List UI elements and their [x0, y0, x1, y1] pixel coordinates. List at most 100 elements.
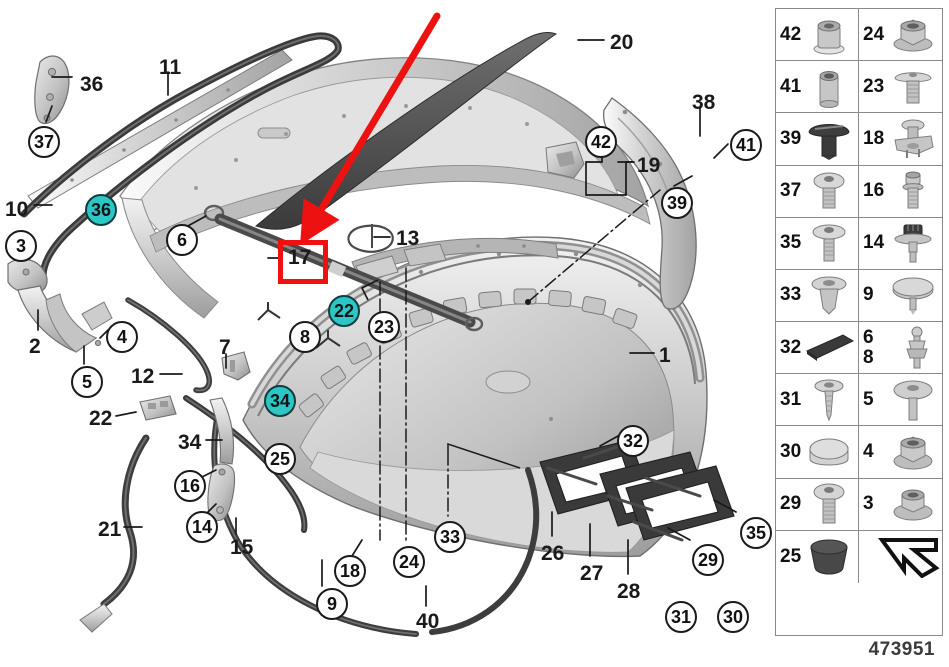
circle-label-39: 39 — [661, 187, 693, 219]
legend-cell-23: 23 — [859, 61, 942, 114]
circle-label-24: 24 — [393, 546, 425, 578]
red-pointer-arrow — [300, 12, 441, 246]
legend-cell-30: 30 — [776, 426, 859, 479]
label-2: 2 — [29, 335, 41, 358]
circle-label-8: 8 — [289, 321, 321, 353]
legend-cell-5: 5 — [859, 374, 942, 427]
label-27: 27 — [580, 562, 604, 585]
torx-pan-screw-icon — [803, 168, 855, 214]
circle-label-16: 16 — [174, 470, 206, 502]
clip-fastener-icon — [887, 116, 939, 162]
legend-cell-9: 9 — [859, 270, 942, 322]
ball-stud-icon — [887, 325, 939, 371]
legend-number: 4 — [863, 440, 874, 462]
legend-number: 30 — [780, 440, 802, 462]
legend-number: 35 — [780, 232, 802, 254]
legend-number: 39 — [780, 127, 802, 149]
legend-cell-42: 42 — [776, 9, 859, 62]
torx-sleeve-nut-icon — [803, 12, 855, 58]
torx-oval-screw-icon — [803, 481, 855, 527]
circle-label-33: 33 — [434, 521, 466, 553]
legend-number: 18 — [863, 127, 885, 149]
label-17: 17 — [288, 246, 312, 269]
circle-label-41: 41 — [730, 129, 762, 161]
diagram-artwork — [7, 12, 737, 637]
legend-cell-33: 33 — [776, 269, 859, 322]
round-cap-plug-icon — [887, 272, 939, 318]
circle-label-36-highlighted: 36 — [85, 194, 117, 226]
dome-head-screw-icon — [887, 64, 939, 110]
circle-label-29: 29 — [692, 544, 724, 576]
circle-label-18: 18 — [334, 555, 366, 587]
label-7: 7 — [219, 336, 231, 359]
label-34: 34 — [178, 431, 202, 454]
legend-cell-41: 41 — [776, 61, 859, 114]
torx-button-screw-icon — [803, 220, 855, 266]
label-40: 40 — [416, 610, 440, 633]
circle-label-32: 32 — [617, 425, 649, 457]
legend-number: 23 — [863, 75, 885, 97]
legend-number: 42 — [780, 23, 802, 45]
label-38: 38 — [692, 91, 716, 114]
outline-arrow-icon — [878, 536, 940, 578]
legend-cell-29: 29 — [776, 478, 859, 531]
legend-cell-direction-arrow — [859, 531, 942, 583]
legend-cell-39: 39 — [776, 113, 859, 166]
circle-label-5: 5 — [71, 366, 103, 398]
legend-number: 5 — [863, 388, 874, 410]
legend-number: 16 — [863, 180, 885, 202]
circle-label-25: 25 — [264, 443, 296, 475]
hex-socket-bushing-icon — [803, 64, 855, 110]
label-11: 11 — [159, 56, 182, 79]
legend-number: 37 — [780, 180, 802, 202]
circle-label-14: 14 — [186, 511, 218, 543]
legend-cell-4: 4 — [859, 426, 942, 479]
legend-number: 31 — [780, 388, 802, 410]
slotted-pan-screw-icon — [803, 116, 855, 162]
exploded-view-diagram: 36 11 20 38 19 10 13 17 1 2 12 7 22 34 1… — [5, 12, 772, 637]
circle-label-4: 4 — [106, 321, 138, 353]
legend-number: 32 — [780, 336, 802, 358]
circle-label-22-highlighted: 22 — [328, 295, 360, 327]
legend-number: 25 — [780, 545, 802, 567]
dome-cover-cap-icon — [803, 429, 855, 475]
legend-cell-6-8: 6 8 — [859, 322, 942, 375]
label-22: 22 — [89, 407, 113, 430]
legend-number: 29 — [780, 493, 802, 515]
self-tapping-screw-icon — [803, 377, 855, 423]
label-21: 21 — [98, 518, 122, 541]
drawing-number: 473951 — [868, 639, 935, 660]
circle-label-6: 6 — [166, 224, 198, 256]
label-26: 26 — [541, 542, 565, 565]
label-10: 10 — [5, 198, 29, 221]
legend-cell-25: 25 — [776, 530, 859, 583]
legend-cell-16: 16 — [859, 166, 942, 218]
highlight-box-item-17 — [278, 240, 328, 284]
legend-cell-3: 3 — [859, 479, 942, 531]
legend-cell-24: 24 — [859, 9, 942, 62]
flat-pad-strip-icon — [803, 325, 855, 371]
circle-label-42: 42 — [585, 126, 617, 158]
legend-number: 41 — [780, 75, 802, 97]
expanding-rivet-icon — [803, 272, 855, 318]
label-12: 12 — [131, 365, 155, 388]
legend-cell-35: 35 — [776, 217, 859, 270]
legend-cell-31: 31 — [776, 374, 859, 427]
hex-flange-bolt-icon — [887, 168, 939, 214]
label-20: 20 — [610, 31, 634, 54]
legend-number: 6 8 — [863, 326, 874, 368]
circle-label-34-highlighted: 34 — [264, 385, 296, 417]
washer-head-pin-icon — [887, 377, 939, 423]
flange-nut-icon — [887, 12, 939, 58]
legend-number: 33 — [780, 284, 802, 306]
label-28: 28 — [617, 580, 641, 603]
legend-cell-14: 14 — [859, 218, 942, 270]
flange-nut-icon — [887, 429, 939, 475]
circle-label-35: 35 — [740, 517, 772, 549]
rubber-plug-icon — [803, 534, 855, 580]
label-19: 19 — [637, 154, 661, 177]
label-13: 13 — [396, 227, 420, 250]
circle-label-30: 30 — [717, 601, 749, 633]
legend-cell-37: 37 — [776, 165, 859, 218]
legend-number: 9 — [863, 284, 874, 306]
